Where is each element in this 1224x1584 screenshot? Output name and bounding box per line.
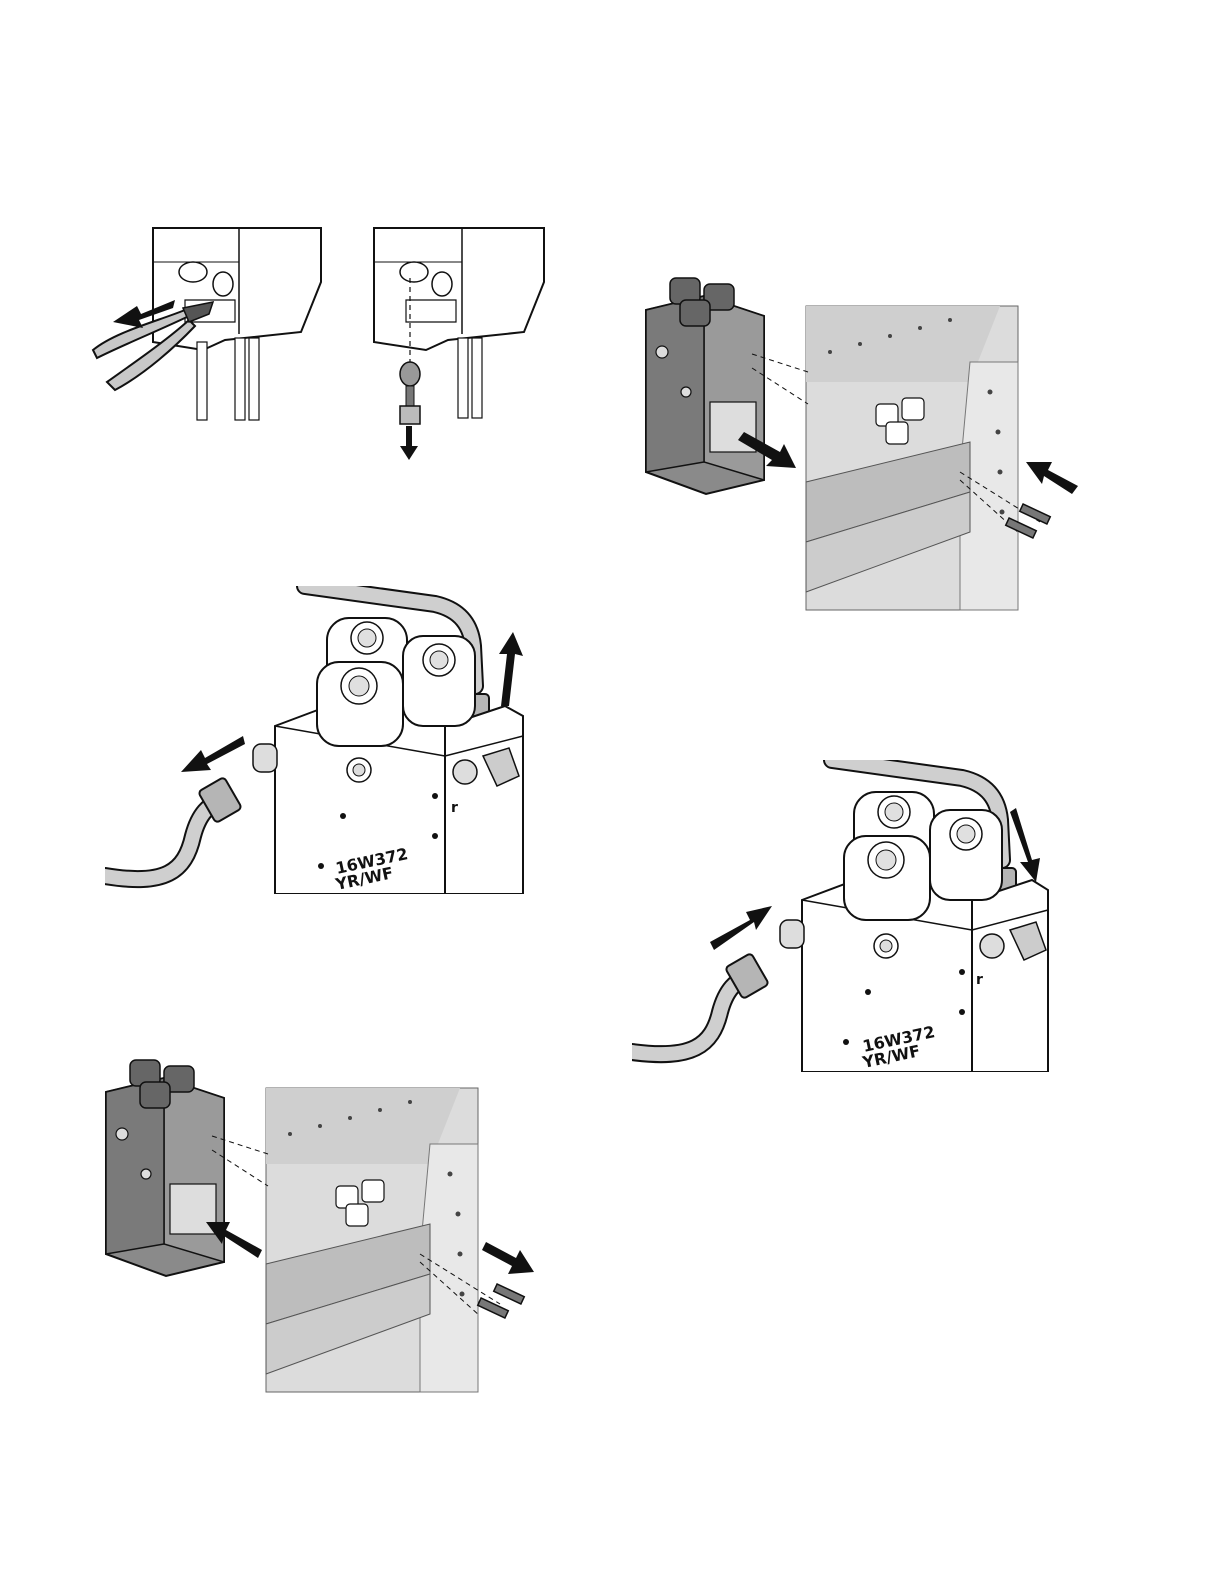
figure-manifold-remove-top bbox=[640, 272, 1080, 612]
manifold-block bbox=[106, 1060, 224, 1276]
clip-icon bbox=[400, 362, 420, 424]
figure-hose-reconnect: 16W372 YR/WF r bbox=[632, 760, 1052, 1072]
arrow-down-icon bbox=[400, 426, 418, 460]
r-label: r bbox=[451, 800, 458, 816]
figure-manifold-install-bottom bbox=[102, 1054, 542, 1394]
screw-icon bbox=[478, 1284, 525, 1318]
r-label: r bbox=[976, 972, 983, 988]
figure-pliers-remove-clip bbox=[85, 222, 330, 422]
figure-hose-disconnect: 16W372 YR/WF r bbox=[105, 586, 530, 894]
figure-clip-removed bbox=[370, 222, 550, 467]
manifold-block bbox=[646, 278, 764, 494]
